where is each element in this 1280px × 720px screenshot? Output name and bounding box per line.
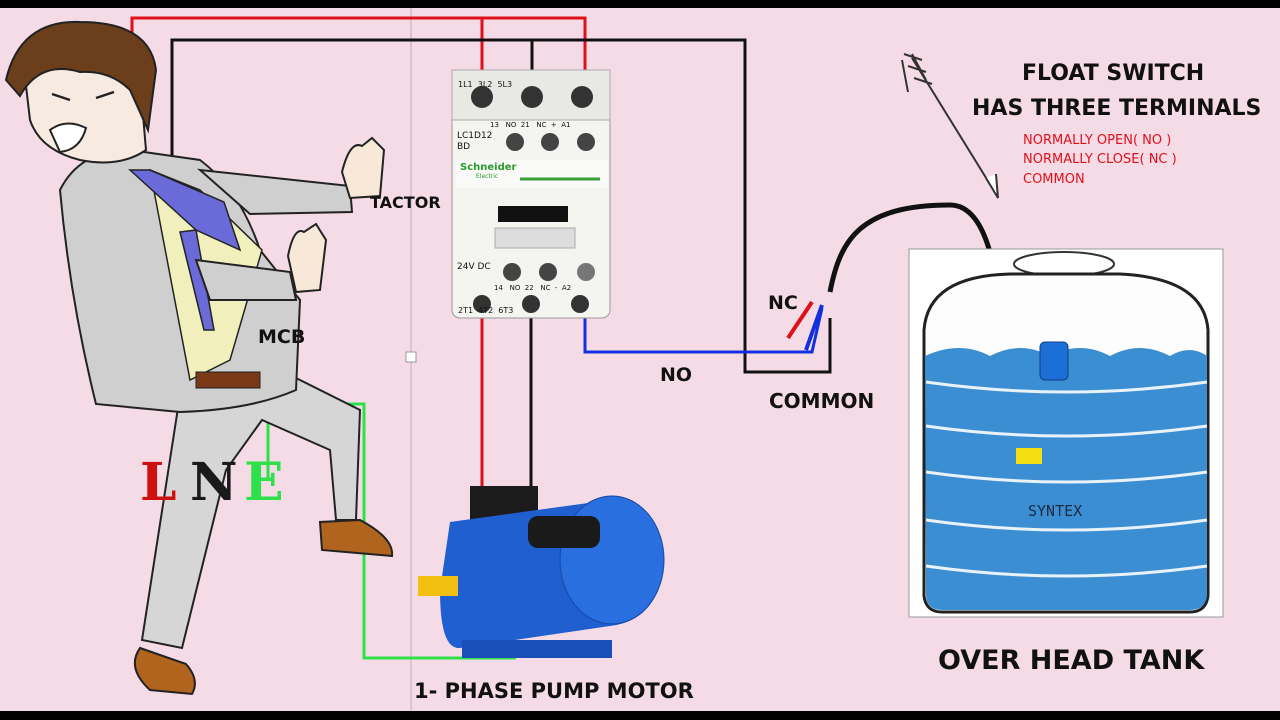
tank-label: OVER HEAD TANK: [938, 645, 1205, 676]
terminal-l3: [571, 86, 593, 108]
character-hand-bottom: [286, 222, 328, 294]
terminal-13: [506, 133, 524, 151]
contactor-model: LC1D12: [457, 131, 493, 141]
black-neutral-wire: [170, 38, 832, 374]
tank-ribs: [925, 380, 1208, 578]
float-blue-lead: [804, 304, 824, 351]
float-term-common: COMMON: [1023, 172, 1085, 187]
character-eyes: [51, 90, 115, 102]
tank-lid: [1013, 251, 1115, 277]
terminal-a1: [577, 133, 595, 151]
contactor-top-terminals: 1L1 3L2 5L3: [458, 80, 513, 89]
overhead-tank: [908, 248, 1224, 618]
terminal-22: [539, 263, 557, 281]
terminal-t1: [473, 295, 491, 313]
character-right-shoe: [318, 518, 394, 558]
character-hair: [4, 20, 158, 134]
contactor-brand-panel: [456, 160, 608, 188]
contactor-model-sub: BD: [457, 142, 471, 152]
float-term-nc: NORMALLY CLOSE( NC ): [1023, 152, 1177, 167]
tank-brand: SYNTEX: [1028, 502, 1083, 520]
cartoon-character: [4, 20, 394, 696]
contactor-voltage: 24V DC: [457, 262, 491, 272]
letter-e: E: [244, 452, 284, 513]
contactor-plate: [494, 227, 576, 249]
terminal-21: [541, 133, 559, 151]
character-left-shoe: [133, 646, 196, 696]
no-label: NO: [660, 364, 693, 386]
contactor: [451, 69, 611, 319]
character-lower-arm: [194, 258, 298, 301]
character-legs: [140, 368, 362, 650]
pump-motor: [418, 486, 665, 658]
character-upper-arm: [196, 168, 354, 216]
terminal-t2: [522, 295, 540, 313]
contactor-top-sub: 13 NO 21 NC + A1: [490, 121, 571, 129]
motor-fan-cover: [559, 495, 665, 625]
float-red-lead: [786, 300, 814, 340]
motor-label: 1- PHASE PUMP MOTOR: [414, 679, 694, 703]
terminal-a2: [577, 263, 595, 281]
blue-control-wire: [583, 305, 824, 354]
contactor-bottom-sub: 14 NO 22 NC - A2: [494, 284, 572, 292]
float-term-no: NORMALLY OPEN( NO ): [1023, 133, 1172, 148]
motor-base: [462, 640, 612, 658]
mcb-label: MCB: [258, 326, 306, 348]
terminal-l2: [521, 86, 543, 108]
terminal-t3: [571, 295, 589, 313]
contactor-label: TACTOR: [370, 193, 441, 212]
letter-n: N: [190, 452, 238, 513]
character-mouth: [48, 122, 88, 154]
pointer-arrow: [901, 53, 999, 199]
character-tie: [128, 169, 242, 252]
guide-handle: [405, 351, 417, 363]
contactor-window: [498, 206, 568, 222]
contactor-brand-sub: Electric: [476, 173, 499, 180]
character-tie-tail: [179, 229, 215, 331]
float-switch-body: [1039, 341, 1069, 381]
float-title-line-1: FLOAT SWITCH: [1022, 61, 1205, 86]
terminal-l1: [471, 86, 493, 108]
nc-label: NC: [768, 292, 798, 314]
common-label: COMMON: [769, 389, 875, 413]
character-hand-top: [340, 136, 386, 200]
contactor-brand: Schneider: [460, 162, 517, 173]
tank-water: [925, 348, 1207, 610]
float-title-line-2: HAS THREE TERMINALS: [972, 96, 1262, 121]
motor-capacitor: [528, 516, 600, 548]
float-weight: [1016, 448, 1042, 464]
letter-l: L: [140, 452, 177, 513]
contactor-bottom-terminals: 2T1 4T2 6T3: [458, 306, 514, 315]
terminal-14: [503, 263, 521, 281]
character-belt: [195, 371, 261, 389]
motor-shaft: [418, 576, 458, 596]
